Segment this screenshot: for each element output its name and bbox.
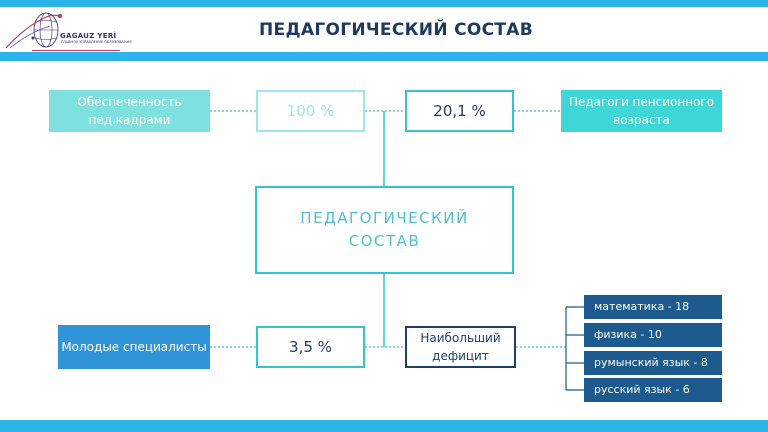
header-divider-bar xyxy=(0,52,768,61)
pension-label-box: Педагоги пенсионного возраста xyxy=(561,90,722,132)
logo-name: GAGAUZ YERİ xyxy=(60,32,117,40)
deficit-label-box: Наибольший дефицит xyxy=(405,326,516,368)
bottom-accent-bar xyxy=(0,420,768,432)
logo-tagline: ГЛАВНОЕ УПРАВЛЕНИЕ ОБРАЗОВАНИЯ xyxy=(61,40,132,44)
deficit-item: математика - 18 xyxy=(584,295,722,319)
deficit-item: румынский язык - 8 xyxy=(584,351,722,375)
deficit-item: русский язык - 6 xyxy=(584,378,722,402)
deficit-item: физика - 10 xyxy=(584,323,722,347)
gagauz-yeri-logo: GAGAUZ YERİ ГЛАВНОЕ УПРАВЛЕНИЕ ОБРАЗОВАН… xyxy=(4,8,132,52)
top-accent-bar xyxy=(0,0,768,7)
young-value-box: 3,5 % xyxy=(256,326,365,368)
staffing-value-box: 100 % xyxy=(256,90,365,132)
globe-emblem-icon xyxy=(5,12,63,49)
logo-underline xyxy=(32,50,120,51)
page-title: ПЕДАГОГИЧЕСКИЙ СОСТАВ xyxy=(259,20,533,40)
staffing-label-box: Обеспеченность пед.кадрами xyxy=(49,90,210,132)
young-label-box: Молодые специалисты xyxy=(58,325,210,369)
pension-value-box: 20,1 % xyxy=(405,90,514,132)
center-box: ПЕДАГОГИЧЕСКИЙ СОСТАВ xyxy=(255,186,514,274)
